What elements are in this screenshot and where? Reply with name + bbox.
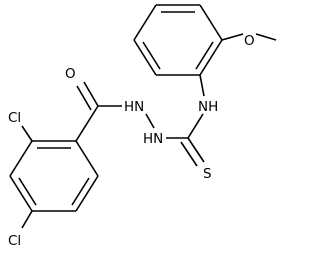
carbonyl-oxygen-label: O [65,66,76,82]
bond [18,177,37,206]
bond [75,105,99,142]
para-chlorine-label: Cl [8,233,21,249]
bond [199,74,205,97]
methoxyphenyl-ring [133,4,223,76]
bond [9,140,33,177]
bond [71,177,90,206]
hydrazide-nh-lower-label: HN [143,131,163,147]
bond [199,4,223,41]
structure-diagram: O NH S HN HN O Cl Cl [8,4,277,249]
bond [76,85,92,111]
bond [187,137,205,163]
bond [75,140,99,177]
bond [133,39,157,76]
bond [142,41,161,70]
methoxy-oxygen-label: O [244,33,255,49]
dichlorophenyl-ring [9,105,99,212]
bond [75,175,99,212]
bond [221,33,244,41]
bond [199,39,223,76]
bond [9,175,33,212]
bond [21,210,33,229]
bond [187,113,204,139]
bond [21,125,33,142]
bond [195,41,214,70]
ortho-chlorine-label: Cl [8,110,21,126]
bond [145,113,155,129]
bond [133,4,157,41]
bond [180,141,198,167]
bond [83,81,99,107]
hydrazide-nh-upper-label: HN [124,99,144,115]
thione-sulfur-label: S [203,166,212,182]
anilino-nh-label: NH [198,99,218,115]
bond [255,33,277,41]
